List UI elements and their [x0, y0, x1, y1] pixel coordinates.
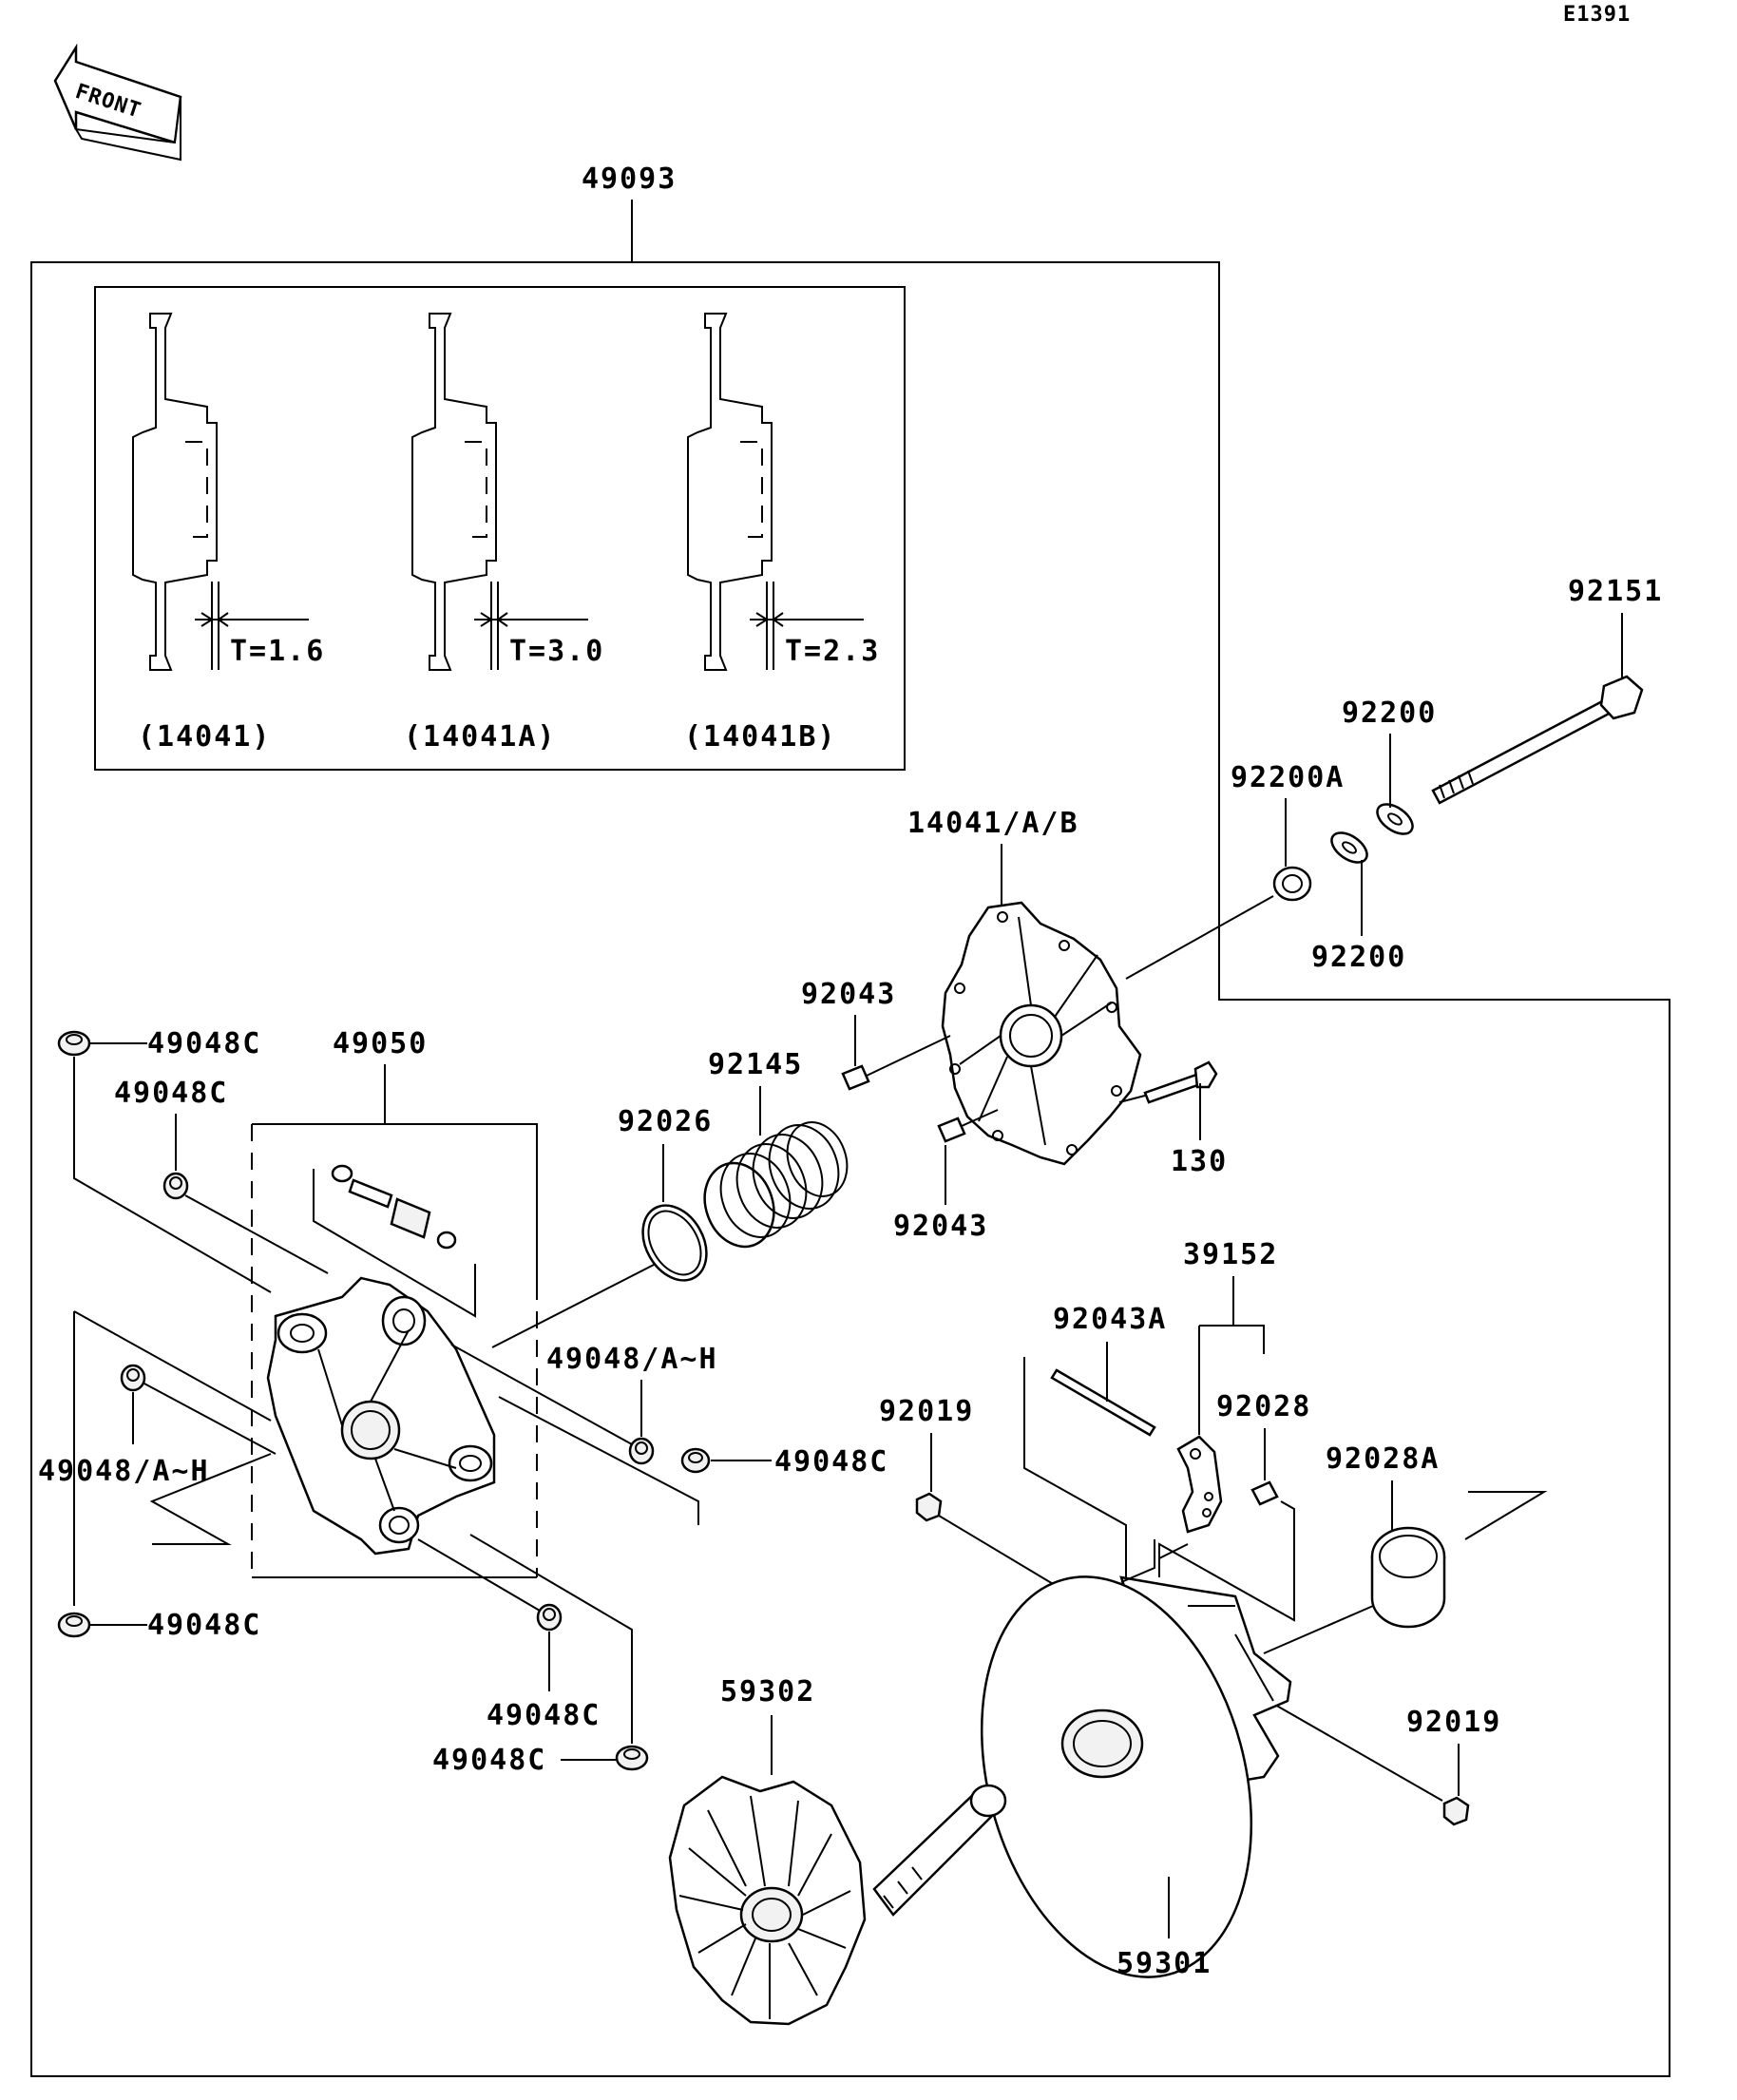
callout-92145: 92145	[708, 1048, 803, 1081]
diagram-id: E1391	[1563, 3, 1631, 27]
callout-92200-bottom: 92200	[1311, 941, 1406, 974]
roller-kit-49050	[331, 1164, 457, 1250]
inset-variant-3: T=2.3 (14041B)	[684, 313, 880, 754]
pin-92043-top	[841, 1064, 870, 1091]
callout-92043-bottom: 92043	[893, 1210, 988, 1243]
nut-49048C-3	[680, 1447, 711, 1474]
callout-92200A: 92200A	[1231, 761, 1345, 794]
inset-part-1: (14041)	[138, 720, 271, 754]
callout-49048AH-left: 49048/A~H	[38, 1455, 210, 1488]
callout-49050: 49050	[333, 1027, 428, 1060]
nut-49048C-1	[57, 1030, 91, 1057]
callout-92200-top: 92200	[1342, 697, 1437, 730]
inset-thickness-1: T=1.6	[230, 635, 325, 668]
bushing-92028A	[1370, 1526, 1446, 1629]
callout-49048C-4: 49048C	[147, 1609, 261, 1642]
callout-49048C-3: 49048C	[774, 1445, 888, 1479]
callout-92019-right: 92019	[1406, 1706, 1501, 1739]
callout-92026: 92026	[618, 1105, 713, 1138]
inset-thickness-2: T=3.0	[509, 635, 604, 668]
callout-49048C-5: 49048C	[487, 1699, 601, 1732]
nut-49048AH-left	[120, 1364, 146, 1392]
callout-49048C-2: 49048C	[114, 1077, 228, 1110]
callout-49048C-6: 49048C	[432, 1744, 546, 1777]
callout-92019-left: 92019	[879, 1395, 974, 1428]
inset-part-3: (14041B)	[684, 720, 837, 754]
nut-49048C-5	[536, 1603, 563, 1632]
callout-49048AH-right: 49048/A~H	[546, 1343, 718, 1376]
callout-130: 130	[1171, 1145, 1228, 1178]
callout-49048C-1: 49048C	[147, 1027, 261, 1060]
callout-14041-a-b: 14041/A/B	[907, 807, 1079, 840]
bushing-92028	[1250, 1480, 1279, 1506]
callout-92043A: 92043A	[1053, 1303, 1167, 1336]
callout-59302: 59302	[720, 1675, 815, 1709]
callout-92028A: 92028A	[1326, 1442, 1440, 1476]
fixed-sheave-hub	[266, 1276, 496, 1556]
spider-14041	[941, 901, 1142, 1166]
callout-59301: 59301	[1117, 1947, 1212, 1980]
inset-variant-1: T=1.6 (14041)	[132, 313, 325, 754]
washer-92200-bottom	[1330, 831, 1368, 864]
weight-39152	[1176, 1435, 1223, 1534]
nut-49048C-2	[162, 1172, 189, 1200]
nut-92019-left	[915, 1492, 943, 1522]
inset-part-2: (14041A)	[404, 720, 557, 754]
callout-92028: 92028	[1216, 1390, 1311, 1423]
spring-92145	[703, 1121, 849, 1249]
inset-box	[94, 286, 906, 771]
nut-49048AH-right	[628, 1437, 655, 1465]
nut-49048C-4	[57, 1612, 91, 1638]
bolt-92151	[1431, 675, 1644, 805]
callout-39152: 39152	[1183, 1238, 1278, 1271]
callout-92043-top: 92043	[801, 978, 896, 1011]
bolt-130	[1143, 1060, 1218, 1104]
washer-92200-top	[1376, 803, 1414, 835]
inset-thickness-3: T=2.3	[785, 635, 880, 668]
fixed-sheave-59302	[668, 1775, 1007, 2026]
nut-49048C-6	[615, 1745, 649, 1771]
inset-variant-2: T=3.0 (14041A)	[404, 313, 604, 754]
front-arrow-icon: FRONT	[53, 43, 182, 162]
ring-92026	[641, 1204, 708, 1282]
assembly-outline	[30, 261, 1670, 2077]
bearing-92200A	[1272, 866, 1312, 902]
nut-92019-right	[1442, 1796, 1470, 1826]
assembly-label: 49093	[582, 162, 677, 196]
movable-sheave-59301	[980, 1539, 1292, 1978]
shaft-92043A	[1050, 1368, 1156, 1437]
pin-92043-bottom	[937, 1117, 966, 1143]
callout-92151: 92151	[1568, 575, 1663, 608]
